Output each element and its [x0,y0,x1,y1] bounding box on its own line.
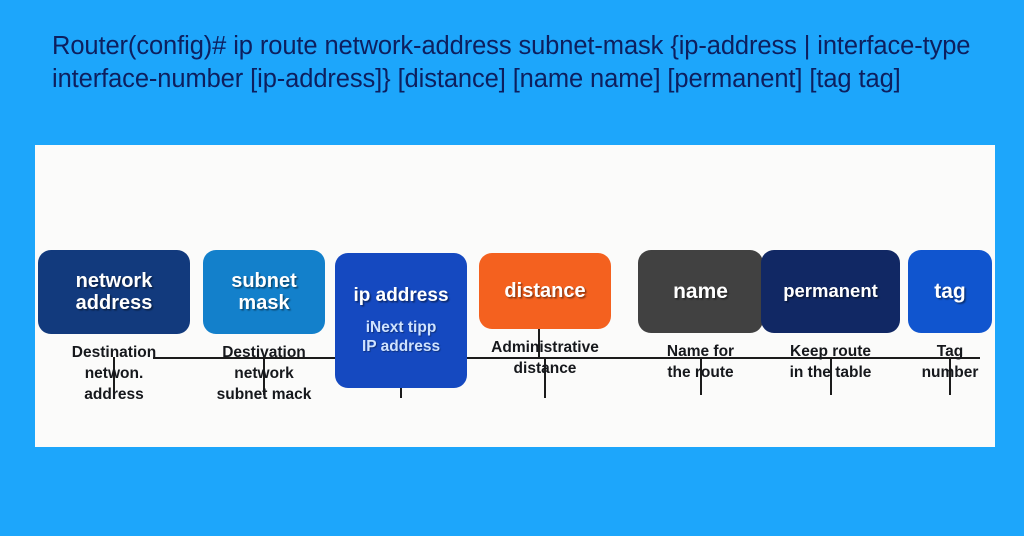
node-caption-name: Name for the route [666,343,735,381]
node-box-permanent[interactable]: permanent [761,250,900,333]
node-title-network-address: network address [75,269,153,314]
node-sublabel-ip-address: iNext tipp IP address [361,319,441,355]
node-box-name[interactable]: name [638,250,763,333]
node-title-distance: distance [504,279,586,302]
node-caption-subnet-mask: Destivation network subnet mack [216,344,312,403]
connector-drop-permanent [829,357,832,395]
node-caption-network-address: Destination netwon. address [71,344,157,403]
connector-drop-distance [544,357,546,398]
node-title-name: name [673,279,728,303]
node-box-subnet-mask[interactable]: subnet mask [203,250,325,334]
node-title-tag: tag [934,279,966,303]
connector-drop-tag [949,357,951,395]
node-title-ip-address: ip address [353,285,449,307]
node-title-permanent: permanent [783,280,878,302]
node-caption-permanent: Keep route in the table [789,343,872,381]
connector-drop-name [699,357,702,395]
connector-drop-subnet-mask [263,357,265,395]
connector-stem [538,313,540,359]
connector-drop-network-address [113,357,115,395]
node-box-network-address[interactable]: network address [38,250,190,334]
router-command-syntax: Router(config)# ip route network-address… [52,32,978,93]
connector-horizontal-bar [153,357,980,359]
node-caption-distance: Administrative distance [491,339,599,377]
node-box-ip-address[interactable]: ip address iNext tipp IP address [335,253,467,388]
node-box-distance[interactable]: distance [479,253,611,329]
node-box-tag[interactable]: tag [908,250,992,333]
node-title-subnet-mask: subnet mask [231,269,297,314]
node-ip-address[interactable]: ip address iNext tipp IP address [335,253,467,388]
node-caption-tag: Tag number [921,343,979,381]
